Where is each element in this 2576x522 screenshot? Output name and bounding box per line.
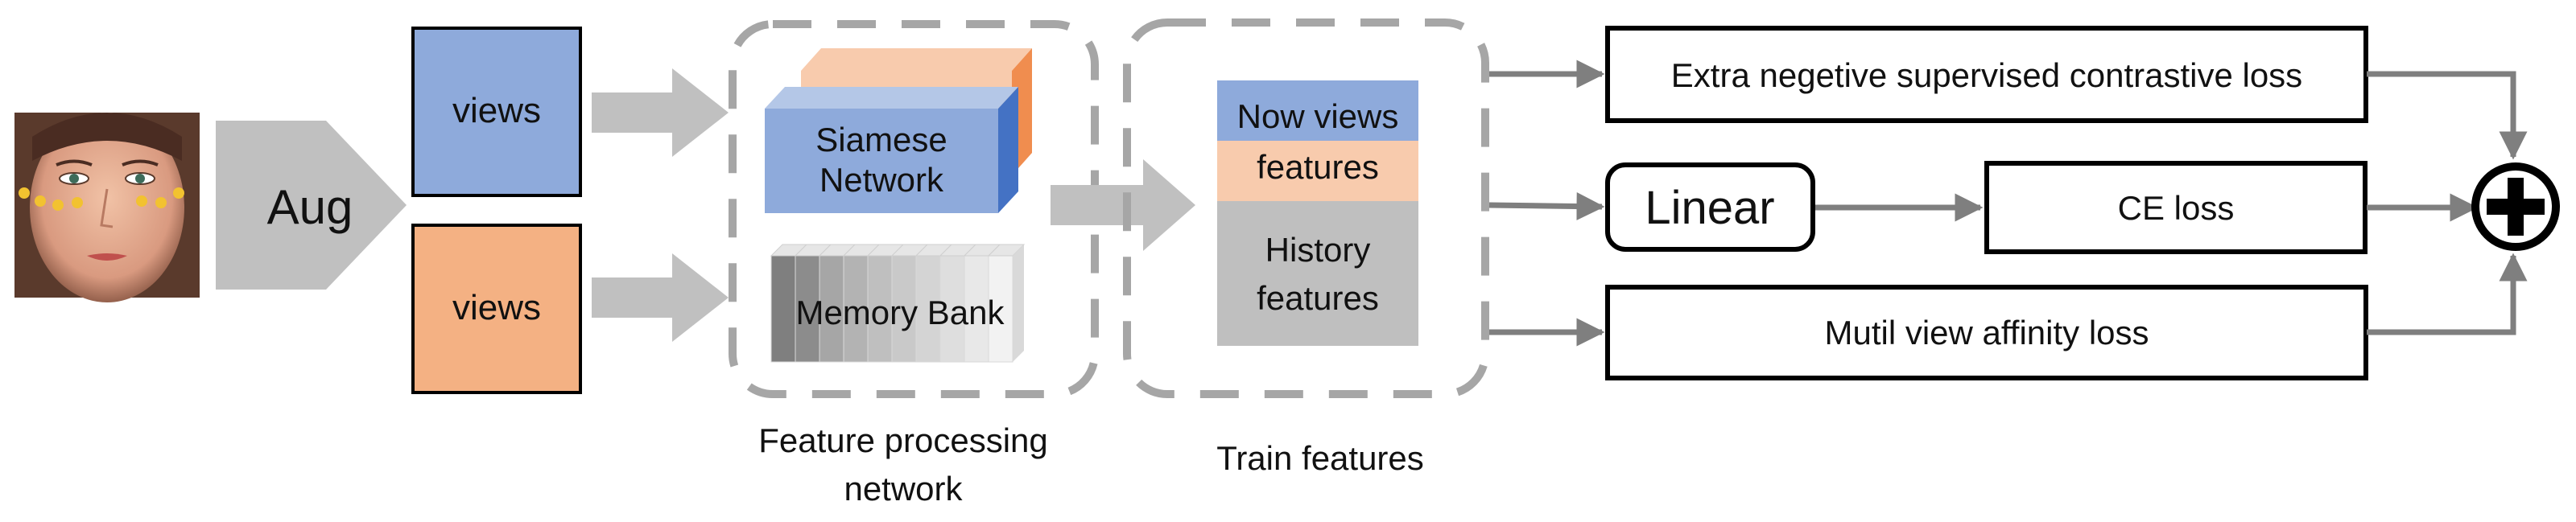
- multi-view-affinity-loss-box: Mutil view affinity loss: [1605, 285, 2368, 380]
- aug-block: Aug: [216, 121, 407, 290]
- feature-processing-caption-line2: network: [844, 470, 963, 508]
- siamese-label-line2: Network: [819, 161, 944, 199]
- ce-loss-box: CE loss: [1984, 161, 2368, 254]
- history-label-line1: History: [1265, 231, 1371, 269]
- memory-bank-label: Memory Bank: [795, 294, 1005, 331]
- extra-negative-loss-box: Extra negetive supervised contrastive lo…: [1605, 26, 2368, 123]
- block-arrow-views2: [592, 253, 729, 342]
- linear-label: Linear: [1645, 182, 1774, 234]
- block-arrow-views1: [592, 68, 729, 157]
- input-face-image: [14, 113, 200, 302]
- feature-processing-caption-line1: Feature processing: [758, 421, 1048, 459]
- siamese-network-cube: Siamese Network: [765, 87, 1018, 213]
- memory-bank-slice: [819, 255, 844, 363]
- connector-affinity-to-sum: [2367, 253, 2528, 335]
- memory-bank-slice: [843, 255, 869, 363]
- memory-bank-slice: [939, 255, 965, 363]
- feature-processing-dashed-group: [729, 20, 1099, 398]
- history-label-line2: features: [1257, 279, 1379, 317]
- now-views-label-line1: Now views: [1237, 97, 1399, 135]
- siamese-label-line1: Siamese: [815, 121, 947, 158]
- plus-circle-icon: [2471, 162, 2560, 251]
- aug-label: Aug: [267, 180, 353, 234]
- memory-bank-slice: [795, 255, 820, 363]
- views-label-1: views: [452, 91, 541, 130]
- ce-loss-label: CE loss: [2118, 189, 2235, 227]
- train-features-caption: Train features: [1216, 439, 1424, 477]
- arrow-to-linear: [1488, 192, 1605, 221]
- memory-bank-side: [1013, 245, 1024, 362]
- views-box-blue: views: [411, 27, 582, 197]
- now-views-label-line2: features: [1257, 148, 1379, 186]
- train-features-stack: Now views features History features: [1217, 80, 1418, 346]
- linear-box: Linear: [1605, 162, 1815, 252]
- memory-bank-slice: [964, 255, 989, 363]
- train-features-dashed-group: [1123, 18, 1489, 398]
- views-box-orange: views: [411, 224, 582, 394]
- extra-negative-loss-label: Extra negetive supervised contrastive lo…: [1671, 56, 2302, 94]
- views-label-2: views: [452, 288, 541, 327]
- connector-extra-to-sum: [2367, 71, 2528, 160]
- memory-bank: Memory Bank: [770, 244, 1026, 363]
- memory-bank-slice: [770, 255, 796, 363]
- multi-view-affinity-loss-label: Mutil view affinity loss: [1824, 314, 2149, 351]
- memory-bank-slice: [867, 255, 893, 363]
